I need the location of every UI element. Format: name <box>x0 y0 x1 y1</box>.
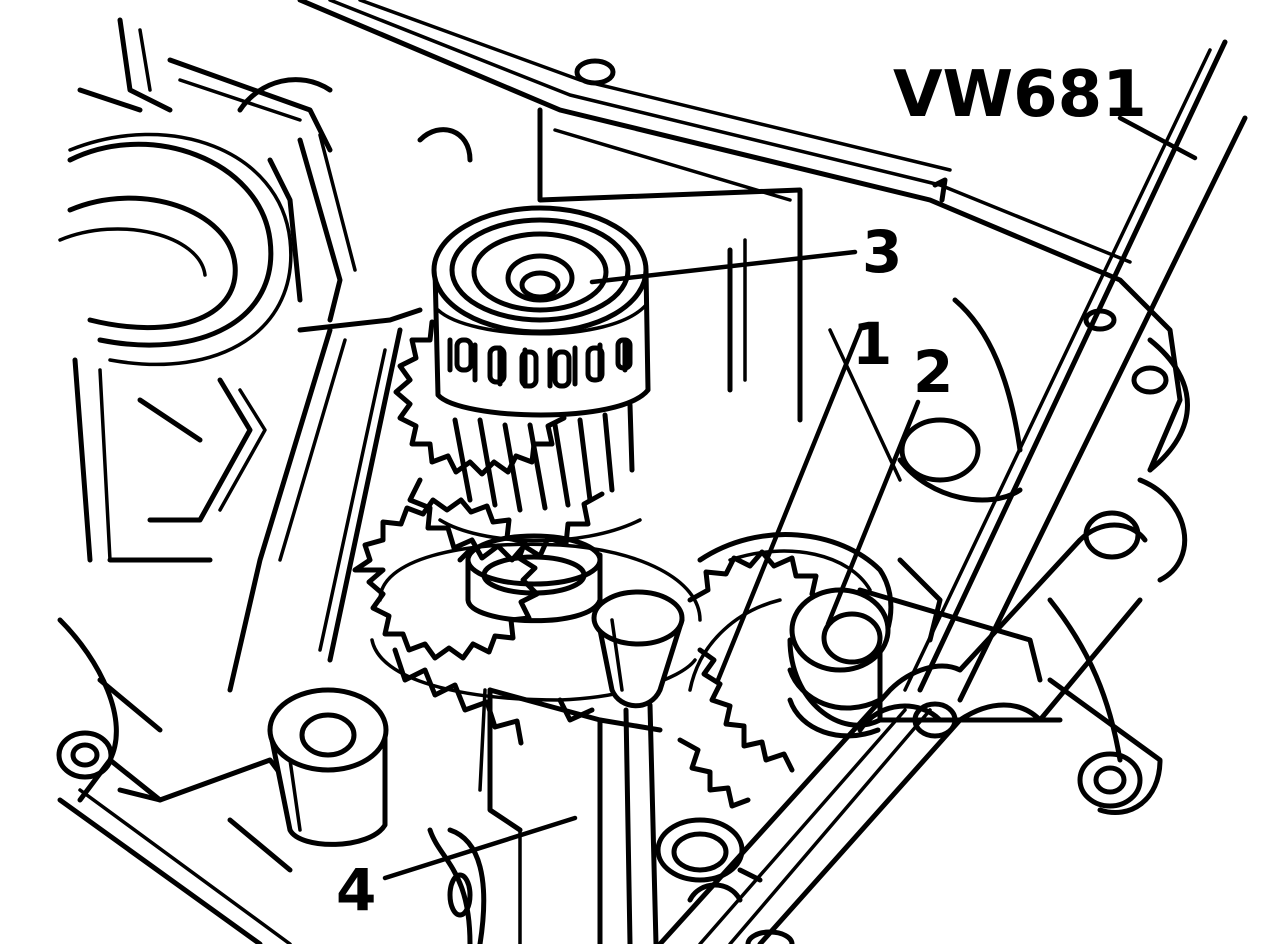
gasket-flange <box>657 522 1148 944</box>
tool-vw681 <box>903 39 1248 703</box>
leader-lines <box>382 115 1198 881</box>
dowel-boss-left <box>267 687 389 847</box>
leader-2 <box>825 399 921 627</box>
label-part-1: 1 <box>852 310 892 378</box>
shift-rod <box>591 589 685 944</box>
left-bearing-housing <box>58 17 473 563</box>
leader-4 <box>382 815 578 881</box>
tool-label: VW681 <box>893 58 1147 132</box>
label-part-4: 4 <box>336 856 376 924</box>
leader-tool <box>1117 115 1198 161</box>
right-gear <box>677 532 894 809</box>
main-shaft-gear-stack <box>393 205 651 624</box>
selector-lever <box>787 587 1063 739</box>
label-part-2: 2 <box>913 338 953 406</box>
left-ribs <box>137 307 423 693</box>
leader-3 <box>589 249 858 285</box>
label-part-3: 3 <box>862 218 902 286</box>
housing-top-edge <box>297 0 1183 473</box>
leader-1 <box>715 327 863 683</box>
housing-bottom-left <box>56 617 303 944</box>
